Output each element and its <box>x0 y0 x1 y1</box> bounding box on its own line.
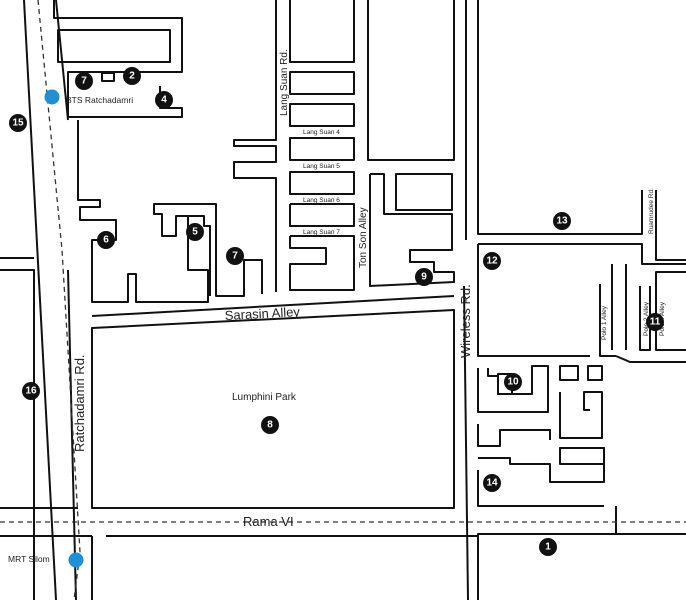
marker-1[interactable]: 1 <box>539 538 557 556</box>
road-labels: Ratchadamri Rd. Lang Suan Rd. Sarasin Al… <box>72 49 666 529</box>
svg-text:15: 15 <box>12 118 24 129</box>
road-label-lang-suan-4: Lang Suan 4 <box>303 129 340 136</box>
road-label-ratchadamri: Ratchadamri Rd. <box>72 354 87 452</box>
mrt-station-label: MRT Silom <box>8 554 50 564</box>
road-label-lang-suan-7: Lang Suan 7 <box>303 229 340 236</box>
svg-text:7: 7 <box>232 251 238 262</box>
stations <box>44 89 84 568</box>
road-label-sarasin: Sarasin Alley <box>224 304 300 323</box>
marker-4[interactable]: 4 <box>155 91 173 109</box>
park-label: Lumphini Park <box>232 392 297 403</box>
marker-12[interactable]: 12 <box>483 252 501 270</box>
mrt-station-icon[interactable] <box>68 552 84 568</box>
svg-text:13: 13 <box>556 216 568 227</box>
road-label-lang-suan-5: Lang Suan 5 <box>303 163 340 170</box>
place-labels: Lumphini Park BTS Ratchadamri MRT Silom <box>8 95 297 564</box>
svg-text:4: 4 <box>161 95 167 106</box>
marker-9[interactable]: 9 <box>415 268 433 286</box>
marker-5[interactable]: 5 <box>186 223 204 241</box>
road-label-polo1: Polo 1 Alley <box>601 305 608 340</box>
svg-text:12: 12 <box>486 256 498 267</box>
road-label-ton-son: Ton Son Alley <box>358 207 369 268</box>
road-label-wireless: Wireless Rd. <box>458 284 473 358</box>
marker-14[interactable]: 14 <box>483 474 501 492</box>
bts-station-label: BTS Ratchadamri <box>66 95 133 105</box>
svg-text:1: 1 <box>545 542 551 553</box>
marker-6[interactable]: 6 <box>97 231 115 249</box>
svg-text:14: 14 <box>486 478 498 489</box>
svg-text:5: 5 <box>192 227 198 238</box>
svg-text:2: 2 <box>129 71 135 82</box>
marker-11[interactable]: 11 <box>646 313 664 331</box>
marker-16[interactable]: 16 <box>22 382 40 400</box>
svg-text:7: 7 <box>81 76 87 87</box>
road-label-rama6: Rama VI <box>243 514 294 529</box>
svg-text:9: 9 <box>421 272 427 283</box>
svg-text:10: 10 <box>507 377 519 388</box>
road-label-polo2: Polo 2 Alley <box>643 301 650 336</box>
svg-text:6: 6 <box>103 235 109 246</box>
svg-text:16: 16 <box>25 386 37 397</box>
road-label-lang-suan-6: Lang Suan 6 <box>303 197 340 204</box>
svg-text:11: 11 <box>650 317 661 328</box>
road-label-ruamrudee: Ruamrudee Rd. <box>648 188 655 234</box>
marker-10[interactable]: 10 <box>504 373 522 391</box>
marker-8[interactable]: 8 <box>261 416 279 434</box>
marker-7a[interactable]: 7 <box>75 72 93 90</box>
bts-station-icon[interactable] <box>44 89 60 105</box>
svg-text:8: 8 <box>267 420 273 431</box>
marker-2[interactable]: 2 <box>123 67 141 85</box>
marker-13[interactable]: 13 <box>553 212 571 230</box>
marker-7b[interactable]: 7 <box>226 247 244 265</box>
marker-15[interactable]: 15 <box>9 114 27 132</box>
road-label-lang-suan: Lang Suan Rd. <box>279 49 290 116</box>
numbered-markers: 7 2 4 15 6 5 7 9 13 12 11 10 16 8 14 1 <box>9 67 664 556</box>
